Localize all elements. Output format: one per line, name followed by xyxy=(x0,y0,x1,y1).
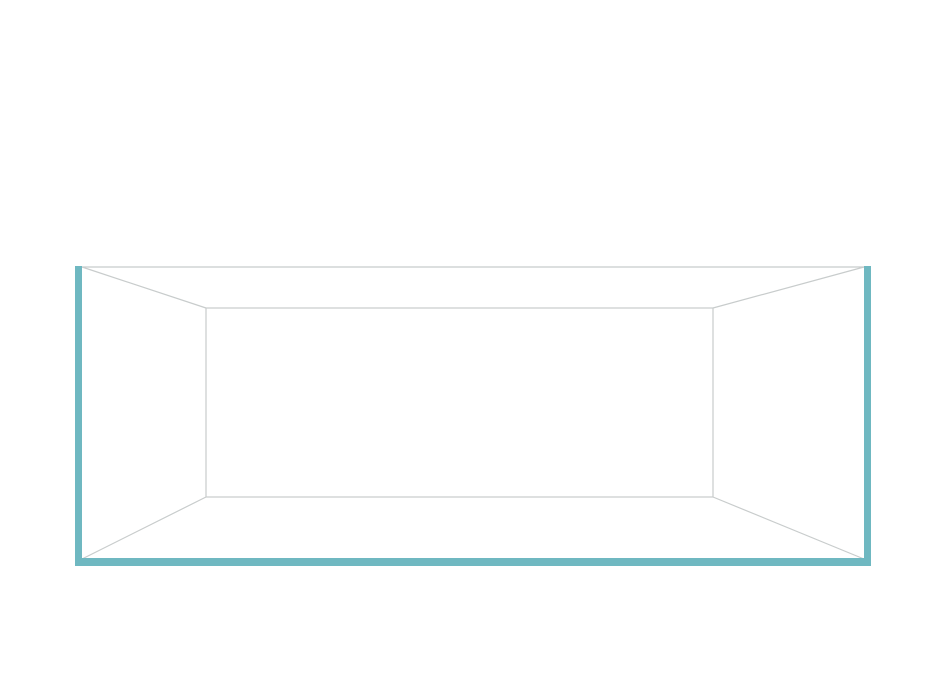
top-left-perspective xyxy=(81,266,207,309)
back-panel xyxy=(205,307,714,498)
bottom-left-perspective xyxy=(81,496,207,560)
left-glass-edge xyxy=(75,266,82,566)
bottom-right-perspective xyxy=(712,496,865,560)
inner-lines xyxy=(81,266,865,560)
right-glass-edge xyxy=(864,266,871,566)
bottom-glass-edge xyxy=(75,558,871,566)
glass-edges xyxy=(75,266,871,566)
top-right-perspective xyxy=(712,266,865,309)
